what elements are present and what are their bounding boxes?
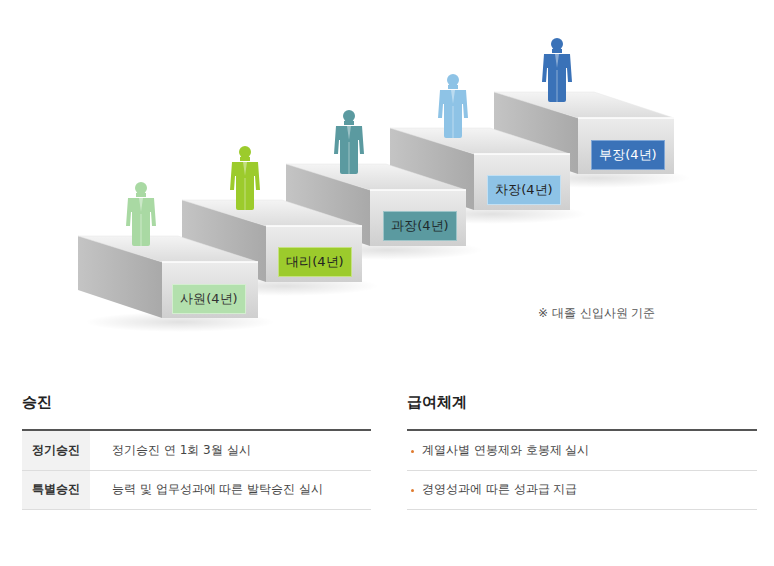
rank-box: 부장(4년) [591, 140, 665, 170]
step-edge [266, 225, 362, 227]
section-heading: 승진 [22, 393, 52, 411]
person-figure [230, 146, 260, 210]
row-rule [22, 509, 371, 510]
person-figure [126, 182, 156, 246]
rank-label: 차장(4년) [495, 181, 552, 199]
step-front [162, 262, 258, 318]
table-top-rule [407, 429, 757, 431]
row-rule [22, 470, 371, 471]
bullet [411, 450, 414, 453]
section-heading: 급여체계 [407, 393, 467, 411]
table-cell: 정기승진 연 1회 3월 실시 [112, 441, 251, 459]
rank-box: 대리(4년) [278, 247, 352, 277]
table-top-rule [22, 429, 371, 431]
step-top [182, 200, 362, 226]
person-figure [334, 110, 364, 174]
step-front [474, 154, 570, 210]
step-top [494, 92, 674, 118]
table-cell: 정기승진 [32, 441, 80, 459]
rank-label: 대리(4년) [286, 253, 343, 271]
step-top [390, 128, 570, 154]
rank-label: 사원(4년) [180, 290, 237, 308]
step-top [78, 236, 258, 262]
list-item: 계열사별 연봉제와 호봉제 실시 [422, 441, 589, 459]
step-top [286, 164, 466, 190]
person-figure [438, 74, 468, 138]
rank-label: 부장(4년) [599, 146, 656, 164]
rank-box: 차장(4년) [487, 175, 561, 205]
rank-box: 과장(4년) [383, 211, 457, 241]
person-figure [542, 38, 572, 102]
table-cell: 특별승진 [32, 480, 80, 498]
row-rule [407, 509, 757, 510]
step-front [266, 226, 362, 282]
list-item: 경영성과에 따른 성과급 지급 [422, 480, 577, 498]
step-edge [474, 153, 570, 155]
table-cell: 능력 및 업무성과에 따른 발탁승진 실시 [112, 480, 323, 498]
bullet [411, 489, 414, 492]
step-edge [578, 117, 674, 119]
step-front [370, 190, 466, 246]
step-front [578, 118, 674, 174]
step-edge [370, 189, 466, 191]
rank-box: 사원(4년) [172, 284, 246, 314]
note: ※ 대졸 신입사원 기준 [538, 304, 656, 322]
stair-step [78, 182, 275, 332]
row-rule [407, 470, 757, 471]
rank-label: 과장(4년) [391, 217, 448, 235]
step-edge [162, 261, 258, 263]
